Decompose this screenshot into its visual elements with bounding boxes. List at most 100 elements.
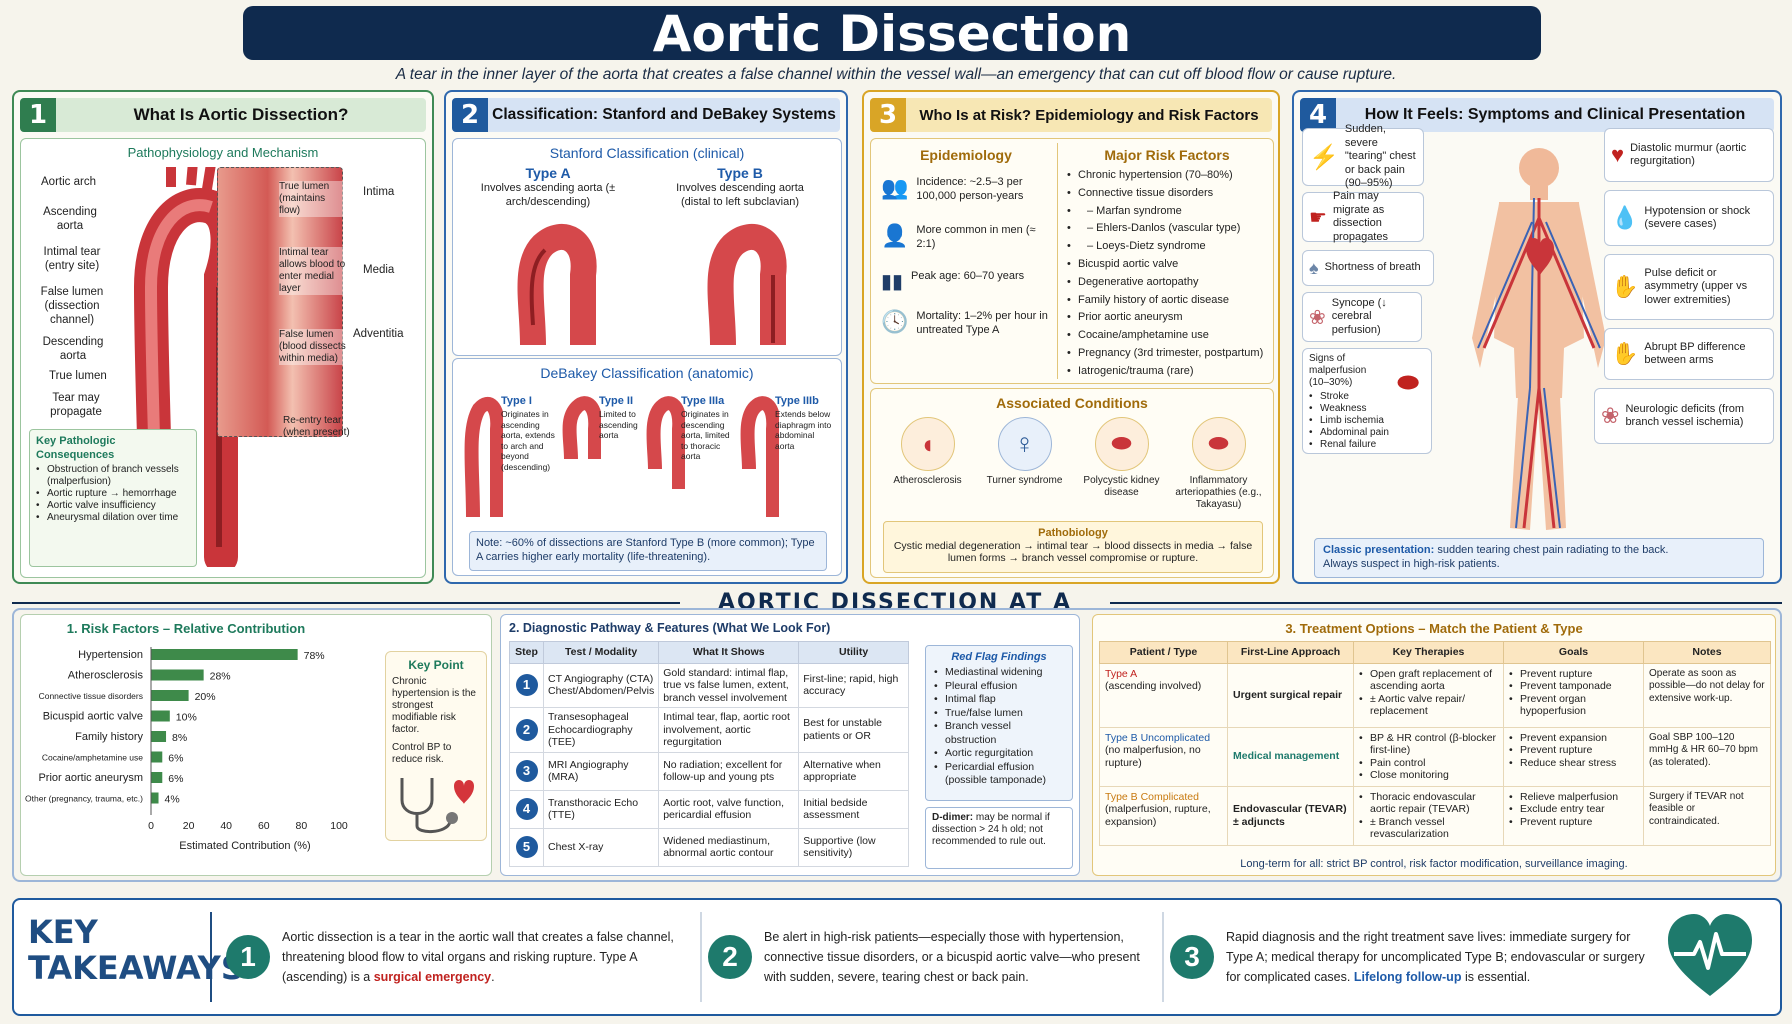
section-title: Classification: Stanford and DeBakey Sys… <box>492 106 836 123</box>
list-item: – Loeys-Dietz syndrome <box>1067 238 1273 256</box>
assoc-item: ◖Atherosclerosis <box>883 417 973 511</box>
type-sub: (no malperfusion, no rupture) <box>1105 744 1201 769</box>
type-cell: Type B Complicated(malperfusion, rupture… <box>1099 785 1228 846</box>
list-item: BP & HR control (β-blocker first-line) <box>1359 732 1498 757</box>
approach-cell: Urgent surgical repair <box>1227 662 1354 728</box>
epi-text: More common in men (≈ 2:1) <box>916 224 1036 250</box>
kidney-icon: ⬬ <box>1397 367 1420 397</box>
list-item: Open graft replacement of ascending aort… <box>1359 668 1498 693</box>
type-b-desc: Involves descending aorta (distal to lef… <box>676 182 804 208</box>
diagnostic-box: 2. Diagnostic Pathway & Features (What W… <box>500 614 1080 876</box>
value-label: 28% <box>210 671 231 683</box>
goals-cell: Prevent expansionPrevent ruptureReduce s… <box>1503 726 1644 787</box>
section-number: 1 <box>20 98 56 132</box>
list-item: Pericardial effusion (possible tamponade… <box>934 761 1064 788</box>
lungs-icon: ♠ <box>1309 257 1319 278</box>
goals-cell: Relieve malperfusionExclude entry tearPr… <box>1503 785 1644 846</box>
inset-label: True lumen (maintains flow) <box>279 181 349 217</box>
list-item: Aortic rupture → hemorrhage <box>36 488 190 500</box>
symptom-text: Pulse deficit or asymmetry (upper vs low… <box>1644 266 1748 306</box>
assoc-label: Inflammatory arteriopathies (e.g., Takay… <box>1175 475 1262 510</box>
epi-text: Peak age: 60–70 years <box>911 270 1025 282</box>
panel-risk: 3 Who Is at Risk? Epidemiology and Risk … <box>862 90 1280 584</box>
test-cell: Transthoracic Echo (TTE) <box>542 789 660 829</box>
symptom-text: Neurologic deficits (from branch vessel … <box>1625 402 1745 429</box>
takeaway-tail: . <box>491 970 495 984</box>
page-title: Aortic Dissection <box>243 6 1541 62</box>
heart-icon: ♥ <box>1611 142 1625 167</box>
therapy-list: BP & HR control (β-blocker first-line)Pa… <box>1359 732 1498 782</box>
list-item: Branch vessel obstruction <box>934 720 1064 747</box>
pathobiology-box: Pathobiology Cystic medial degeneration … <box>883 521 1263 573</box>
symptom-box: ☛Pain may migrate as dissection propagat… <box>1302 190 1424 243</box>
list-item: Connective tissue disorders <box>1067 185 1273 203</box>
epi-item: 👤More common in men (≈ 2:1) <box>881 223 1057 269</box>
step-number: 5 <box>515 836 538 858</box>
debakey-name: Type I <box>501 395 532 407</box>
debakey-name: Type IIIb <box>775 395 819 407</box>
list-item: Pain control <box>1359 757 1498 770</box>
panel-header: 2 Classification: Stanford and DeBakey S… <box>452 98 840 132</box>
tick-label: 0 <box>148 820 154 832</box>
classic-presentation: Classic presentation: sudden tearing che… <box>1314 538 1764 578</box>
bar <box>151 690 189 701</box>
stanford-type-a: Type A Involves ascending aorta (± arch/… <box>473 165 623 209</box>
list-item: Aneurysmal dilation over time <box>36 512 190 524</box>
epi-item: ▮▮Peak age: 60–70 years <box>881 269 1057 309</box>
female-symbol-icon: ♀ <box>997 417 1052 471</box>
anatomy-label: Intimal tear (entry site) <box>43 246 101 272</box>
bar <box>151 751 163 763</box>
col-header: Utility <box>798 641 909 664</box>
redflag-title: Red Flag Findings <box>951 651 1047 663</box>
takeaway-text: Rapid diagnosis and the right treatment … <box>1226 927 1650 987</box>
section-title: What Is Aortic Dissection? <box>133 105 349 124</box>
type-cell: Type A(ascending involved) <box>1099 662 1228 728</box>
subsection-title: Pathophysiology and Mechanism <box>127 145 319 160</box>
list-item: Obstruction of branch vessels (malperfus… <box>36 464 190 488</box>
takeaway-item: 3 Rapid diagnosis and the right treatmen… <box>1170 912 1650 1002</box>
list-item: Family history of aortic disease <box>1067 292 1273 310</box>
takeaways-title-line1: KEY <box>28 913 98 951</box>
inset-label: False lumen (blood dissects within media… <box>279 329 349 365</box>
tick-label: 60 <box>258 820 270 832</box>
malperf-title: Signs of malperfusion (10–30%) <box>1309 353 1367 388</box>
classification-note: Note: ~60% of dissections are Stanford T… <box>469 531 827 571</box>
list-item: Close monitoring <box>1359 769 1498 782</box>
category-label: Connective tissue disorders <box>39 691 143 701</box>
epi-title: Epidemiology <box>920 147 1012 163</box>
list-item: Aortic regurgitation <box>934 747 1064 761</box>
category-label: Prior aortic aneurysm <box>38 772 143 784</box>
brain-icon: ❀ <box>1601 403 1620 428</box>
value-label: 4% <box>165 794 180 806</box>
classic-text-2: Always suspect in high-risk patients. <box>1323 558 1500 570</box>
stethoscope-heart-icon <box>400 778 474 833</box>
diagnostic-table: Step Test / Modality What It Shows Utili… <box>509 641 909 867</box>
takeaway-number: 2 <box>708 935 752 979</box>
list-item: Mediastinal widening <box>934 666 1064 680</box>
longterm-note: Long-term for all: strict BP control, ri… <box>1240 858 1628 870</box>
kidney-icon: ⬬ <box>1094 417 1149 471</box>
layer-label: Adventitia <box>353 328 404 340</box>
step-number: 4 <box>515 798 538 820</box>
assoc-row: ◖Atherosclerosis ♀Turner syndrome ⬬Polyc… <box>879 417 1267 511</box>
anatomy-label: Ascending aorta <box>43 206 97 232</box>
col-header: Step <box>509 641 544 664</box>
value-label: 78% <box>304 650 325 662</box>
layer-label: Media <box>363 264 395 276</box>
red-flag-box: Red Flag Findings Mediastinal widening P… <box>925 645 1073 801</box>
tick-label: 20 <box>183 820 195 832</box>
anatomy-label: Tear may propagate <box>50 392 102 418</box>
symptom-box: ✋Abrupt BP difference between arms <box>1604 328 1774 380</box>
list-item: Thoracic endovascular aortic repair (TEV… <box>1359 791 1498 816</box>
shows-cell: No radiation; excellent for follow-up an… <box>658 751 800 791</box>
rf-title: Major Risk Factors <box>1104 147 1230 163</box>
stanford-tag: (clinical) <box>692 145 745 161</box>
section-title: How It Feels: Symptoms and Clinical Pres… <box>1364 106 1746 123</box>
assoc-label: Atherosclerosis <box>893 475 962 486</box>
ddimer-text: may be normal if dissection > 24 h old; … <box>932 812 1050 847</box>
list-item: – Ehlers-Danlos (vascular type) <box>1067 220 1273 238</box>
classic-text: sudden tearing chest pain radiating to t… <box>1437 544 1669 556</box>
patho-text: Cystic medial degeneration → intimal tea… <box>893 540 1253 564</box>
list-item: Prevent expansion <box>1509 732 1638 745</box>
